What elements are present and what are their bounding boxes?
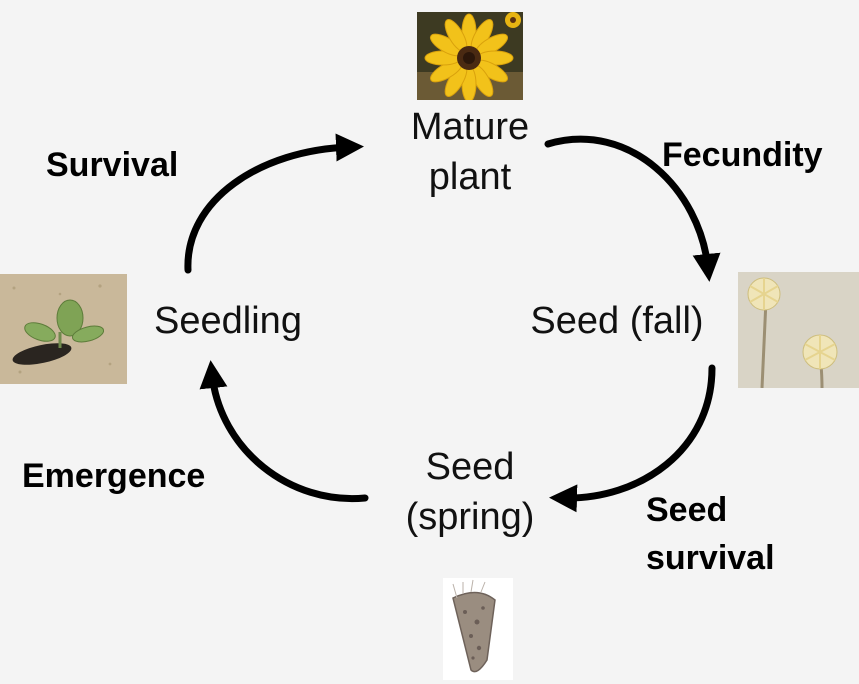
stage-mature-plant: Mature plant: [380, 102, 560, 202]
stage-seedling-label: Seedling: [138, 296, 318, 346]
stage-seedling: Seedling: [138, 296, 318, 346]
stage-seed-spring: Seed (spring): [380, 442, 560, 542]
stage-mature-plant-line2: plant: [380, 152, 560, 202]
transition-survival-label: Survival: [46, 141, 178, 189]
transition-survival: Survival: [46, 141, 178, 189]
arrow-emergence: [212, 374, 365, 499]
arrow-survival: [188, 147, 350, 270]
transition-seed-survival-line2: survival: [646, 534, 775, 582]
transition-emergence-label: Emergence: [22, 452, 205, 500]
arrow-seed-survival: [563, 368, 712, 498]
transition-seed-survival-line1: Seed: [646, 486, 775, 534]
stage-seed-fall-label: Seed (fall): [512, 296, 722, 346]
stage-seed-spring-line1: Seed: [380, 442, 560, 492]
stage-mature-plant-line1: Mature: [380, 102, 560, 152]
transition-fecundity: Fecundity: [662, 131, 823, 179]
transition-seed-survival: Seed survival: [646, 486, 775, 582]
stage-seed-fall: Seed (fall): [512, 296, 722, 346]
transition-fecundity-label: Fecundity: [662, 131, 823, 179]
stage-seed-spring-line2: (spring): [380, 492, 560, 542]
transition-emergence: Emergence: [22, 452, 205, 500]
